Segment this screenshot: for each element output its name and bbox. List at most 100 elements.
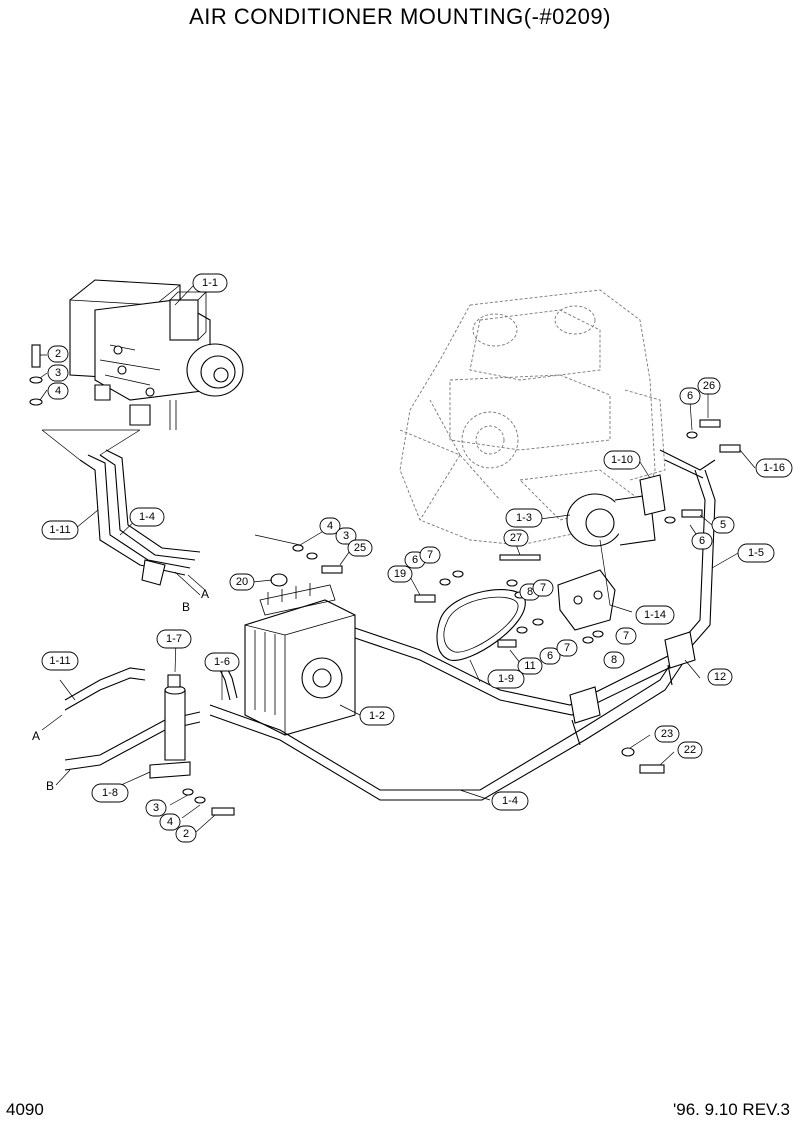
svg-text:6: 6 — [699, 535, 705, 547]
svg-text:1-11: 1-11 — [49, 655, 70, 667]
callout-1-7: 1-7 — [156, 629, 192, 649]
callout-6-b: 6 — [691, 532, 713, 550]
svg-text:1-7: 1-7 — [166, 633, 182, 645]
receiver-dryer — [149, 674, 191, 779]
svg-text:27: 27 — [510, 532, 522, 544]
svg-text:26: 26 — [703, 380, 715, 392]
ac-unit — [69, 279, 244, 430]
callout-6-d: 6 — [539, 647, 561, 665]
label-A-lower: A — [32, 729, 40, 743]
hose-clamps — [569, 631, 696, 746]
svg-text:1-5: 1-5 — [748, 547, 764, 559]
callout-3-upper: 3 — [47, 364, 69, 382]
svg-text:4: 4 — [55, 385, 61, 397]
svg-text:19: 19 — [394, 568, 406, 580]
svg-text:7: 7 — [623, 630, 629, 642]
svg-text:3: 3 — [343, 530, 349, 542]
bracket — [557, 569, 616, 631]
callout-4-upper: 4 — [47, 382, 69, 400]
svg-text:1-4: 1-4 — [502, 795, 518, 807]
svg-text:20: 20 — [236, 576, 248, 588]
revision-stamp: '96. 9.10 REV.3 — [673, 1100, 790, 1119]
callout-1-8: 1-8 — [91, 783, 129, 803]
svg-text:1-4: 1-4 — [139, 511, 155, 523]
svg-text:8: 8 — [527, 586, 533, 598]
svg-text:11: 11 — [524, 660, 535, 672]
callout-11: 11 — [517, 657, 543, 675]
svg-text:1-2: 1-2 — [369, 710, 385, 722]
svg-text:1-8: 1-8 — [102, 787, 118, 799]
svg-text:4: 4 — [327, 520, 333, 532]
svg-text:1-11: 1-11 — [49, 524, 70, 536]
svg-text:1-3: 1-3 — [516, 512, 532, 524]
svg-text:4: 4 — [167, 816, 173, 828]
callout-2-lower: 2 — [175, 825, 197, 843]
callout-1-11-upper: 1-11 — [41, 520, 79, 540]
callout-19: 19 — [387, 565, 413, 583]
page-number: 4090 — [6, 1100, 44, 1119]
svg-text:1-1: 1-1 — [202, 277, 218, 289]
callout-4-lower: 4 — [159, 813, 181, 831]
svg-text:7: 7 — [564, 642, 570, 654]
callout-23: 23 — [654, 725, 680, 743]
callout-1-4-upper: 1-4 — [129, 507, 165, 527]
svg-text:7: 7 — [427, 549, 433, 561]
callout-1-4-lower: 1-4 — [491, 791, 529, 811]
callout-22: 22 — [677, 741, 703, 759]
callout-27: 27 — [503, 529, 529, 547]
svg-text:1-10: 1-10 — [611, 454, 633, 466]
callout-4-middle: 4 — [319, 517, 341, 535]
callout-1-10: 1-10 — [603, 450, 641, 470]
callout-1-16: 1-16 — [755, 458, 793, 478]
svg-text:22: 22 — [684, 744, 696, 756]
svg-text:2: 2 — [55, 348, 61, 360]
callout-1-5: 1-5 — [737, 543, 775, 563]
svg-text:3: 3 — [153, 802, 159, 814]
callout-1-11-lower: 1-11 — [41, 651, 79, 671]
svg-text:2: 2 — [183, 828, 189, 840]
svg-text:6: 6 — [687, 390, 693, 402]
callout-7-a: 7 — [419, 546, 441, 564]
callout-26: 26 — [697, 377, 721, 395]
hose-set-upper — [41, 429, 206, 596]
callout-1-14: 1-14 — [635, 605, 675, 625]
callout-3-middle: 3 — [335, 527, 357, 545]
callout-12: 12 — [707, 668, 733, 686]
svg-text:3: 3 — [55, 367, 61, 379]
svg-text:8: 8 — [611, 654, 617, 666]
svg-text:5: 5 — [720, 519, 726, 531]
svg-text:12: 12 — [714, 671, 726, 683]
callout-7-d: 7 — [615, 627, 637, 645]
svg-text:6: 6 — [412, 554, 418, 566]
callout-8-b: 8 — [603, 651, 625, 669]
v-belt — [436, 589, 526, 661]
callout-1-3: 1-3 — [505, 508, 543, 528]
svg-text:23: 23 — [661, 728, 673, 740]
svg-text:6: 6 — [547, 650, 553, 662]
hose-set-lower — [64, 449, 716, 801]
callout-1-6: 1-6 — [204, 652, 240, 672]
svg-text:7: 7 — [540, 582, 546, 594]
callout-7-b: 7 — [532, 579, 554, 597]
callout-1-9: 1-9 — [487, 669, 525, 689]
svg-text:25: 25 — [354, 542, 366, 554]
fasteners-upper-left — [29, 344, 43, 406]
compressor — [566, 474, 666, 547]
callout-1-2: 1-2 — [359, 706, 395, 726]
page-title: AIR CONDITIONER MOUNTING(-#0209) — [189, 4, 611, 29]
callout-3-lower: 3 — [145, 799, 167, 817]
callout-1-1: 1-1 — [192, 273, 228, 293]
svg-text:1-6: 1-6 — [214, 656, 230, 668]
callout-2-upper: 2 — [47, 345, 69, 363]
svg-text:1-16: 1-16 — [763, 462, 785, 474]
svg-text:1-14: 1-14 — [644, 609, 666, 621]
small-fasteners — [182, 419, 741, 816]
callout-5: 5 — [711, 516, 735, 534]
svg-text:1-9: 1-9 — [498, 673, 514, 685]
callout-6-a: 6 — [679, 387, 701, 405]
label-A-upper: A — [201, 587, 209, 601]
callout-25: 25 — [347, 539, 373, 557]
callout-7-c: 7 — [556, 639, 578, 657]
label-B-upper: B — [182, 600, 190, 614]
